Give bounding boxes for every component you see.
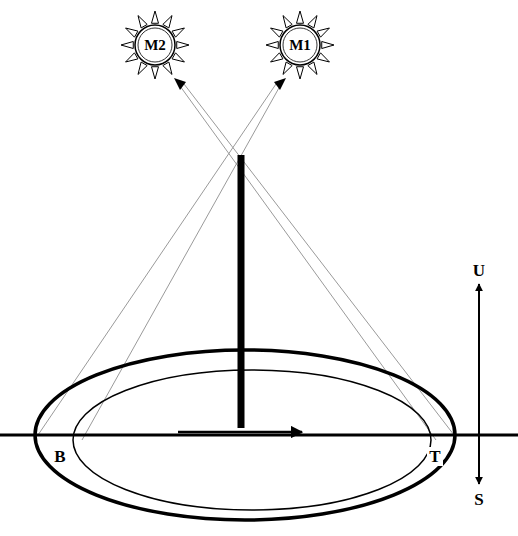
sun-ray (163, 16, 172, 28)
sun-ray (172, 53, 184, 62)
sun-ray (283, 62, 292, 74)
sun-ray (317, 53, 329, 62)
inner-ellipse (73, 370, 431, 510)
sun-node: M2 (133, 23, 177, 67)
gnomon-pole (238, 155, 245, 428)
sun-ray (151, 67, 158, 79)
sun-ray (271, 28, 283, 37)
sun-ray (308, 62, 317, 74)
point-label: T (427, 447, 442, 466)
sun-ray (151, 11, 158, 23)
sun-ray (322, 41, 334, 48)
sun-ray (308, 16, 317, 28)
sun-ray (177, 41, 189, 48)
horizon-line (0, 434, 518, 437)
sun-ray (121, 41, 133, 48)
sun-ray (163, 62, 172, 74)
direction-arrow (178, 431, 302, 434)
direction-label: S (472, 490, 485, 509)
sun-ray (172, 28, 184, 37)
sun-ray (317, 28, 329, 37)
sun-ray (138, 16, 147, 28)
direction-label: U (471, 261, 487, 280)
sun-node: M1 (278, 23, 322, 67)
sun-ray (138, 62, 147, 74)
point-label: B (52, 447, 67, 466)
sun-ray (266, 41, 278, 48)
sun-label: M2 (133, 23, 177, 67)
sun-ray (296, 67, 303, 79)
sun-ray (283, 16, 292, 28)
ray-arrowhead (174, 78, 186, 90)
sun-ray (126, 28, 138, 37)
ray-arrowhead (274, 78, 286, 90)
sun-label: M1 (278, 23, 322, 67)
sun-ray (271, 53, 283, 62)
light-ray (38, 84, 454, 440)
sun-ray (126, 53, 138, 62)
vertical-axis-arrow (478, 284, 480, 484)
sun-ray (296, 11, 303, 23)
